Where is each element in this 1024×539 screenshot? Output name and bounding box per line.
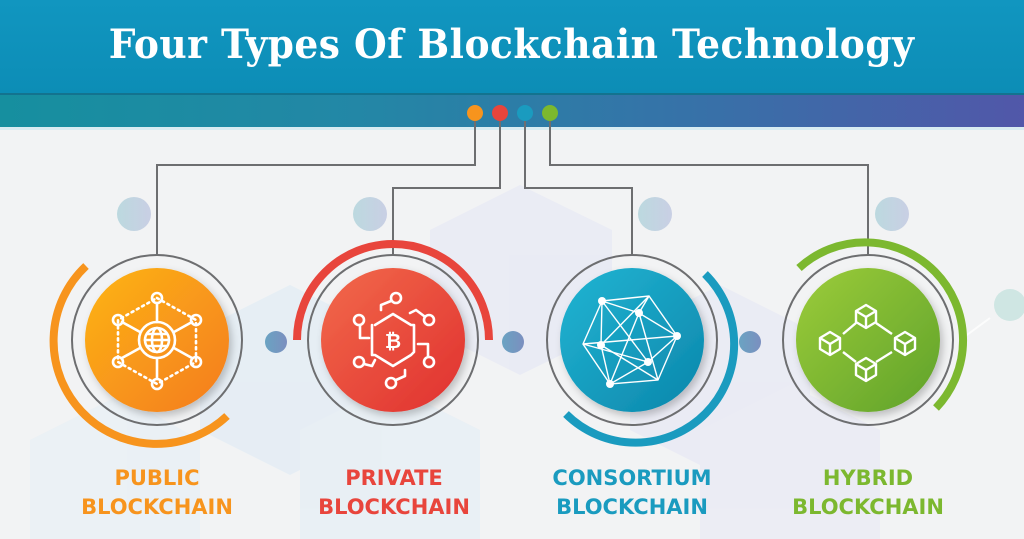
connector-dots [467, 105, 558, 121]
label-line2: BLOCKCHAIN [318, 495, 470, 519]
bitcoin-circuit-icon: ₿ [352, 291, 436, 390]
hybrid-blockchain-label: HYBRID BLOCKCHAIN [758, 464, 978, 522]
connector-lines [156, 121, 869, 255]
consortium-blockchain-label: CONSORTIUM BLOCKCHAIN [522, 464, 742, 522]
consortium-blockchain-node [546, 254, 739, 447]
label-line1: PRIVATE [345, 466, 443, 490]
label-line2: BLOCKCHAIN [81, 495, 233, 519]
private-blockchain-node: ₿ [293, 240, 493, 426]
label-line2: BLOCKCHAIN [556, 495, 708, 519]
decor-bubbles [117, 197, 1024, 353]
hybrid-blockchain-node [782, 238, 968, 426]
label-line1: HYBRID [822, 466, 914, 490]
public-blockchain-node [49, 254, 243, 448]
page-title: Four Types Of Blockchain Technology [109, 21, 915, 68]
label-line2: BLOCKCHAIN [792, 495, 944, 519]
label-line1: PUBLIC [114, 466, 200, 490]
title-banner: Four Types Of Blockchain Technology [0, 0, 1024, 93]
svg-text:₿: ₿ [385, 329, 401, 353]
linked-cubes-icon [818, 303, 917, 383]
private-blockchain-label: PRIVATE BLOCKCHAIN [284, 464, 504, 522]
divider [0, 127, 1024, 130]
label-line1: CONSORTIUM [552, 466, 712, 490]
gradient-strip [0, 93, 1024, 127]
public-blockchain-label: PUBLIC BLOCKCHAIN [47, 464, 267, 522]
globe-network-icon [111, 291, 203, 391]
